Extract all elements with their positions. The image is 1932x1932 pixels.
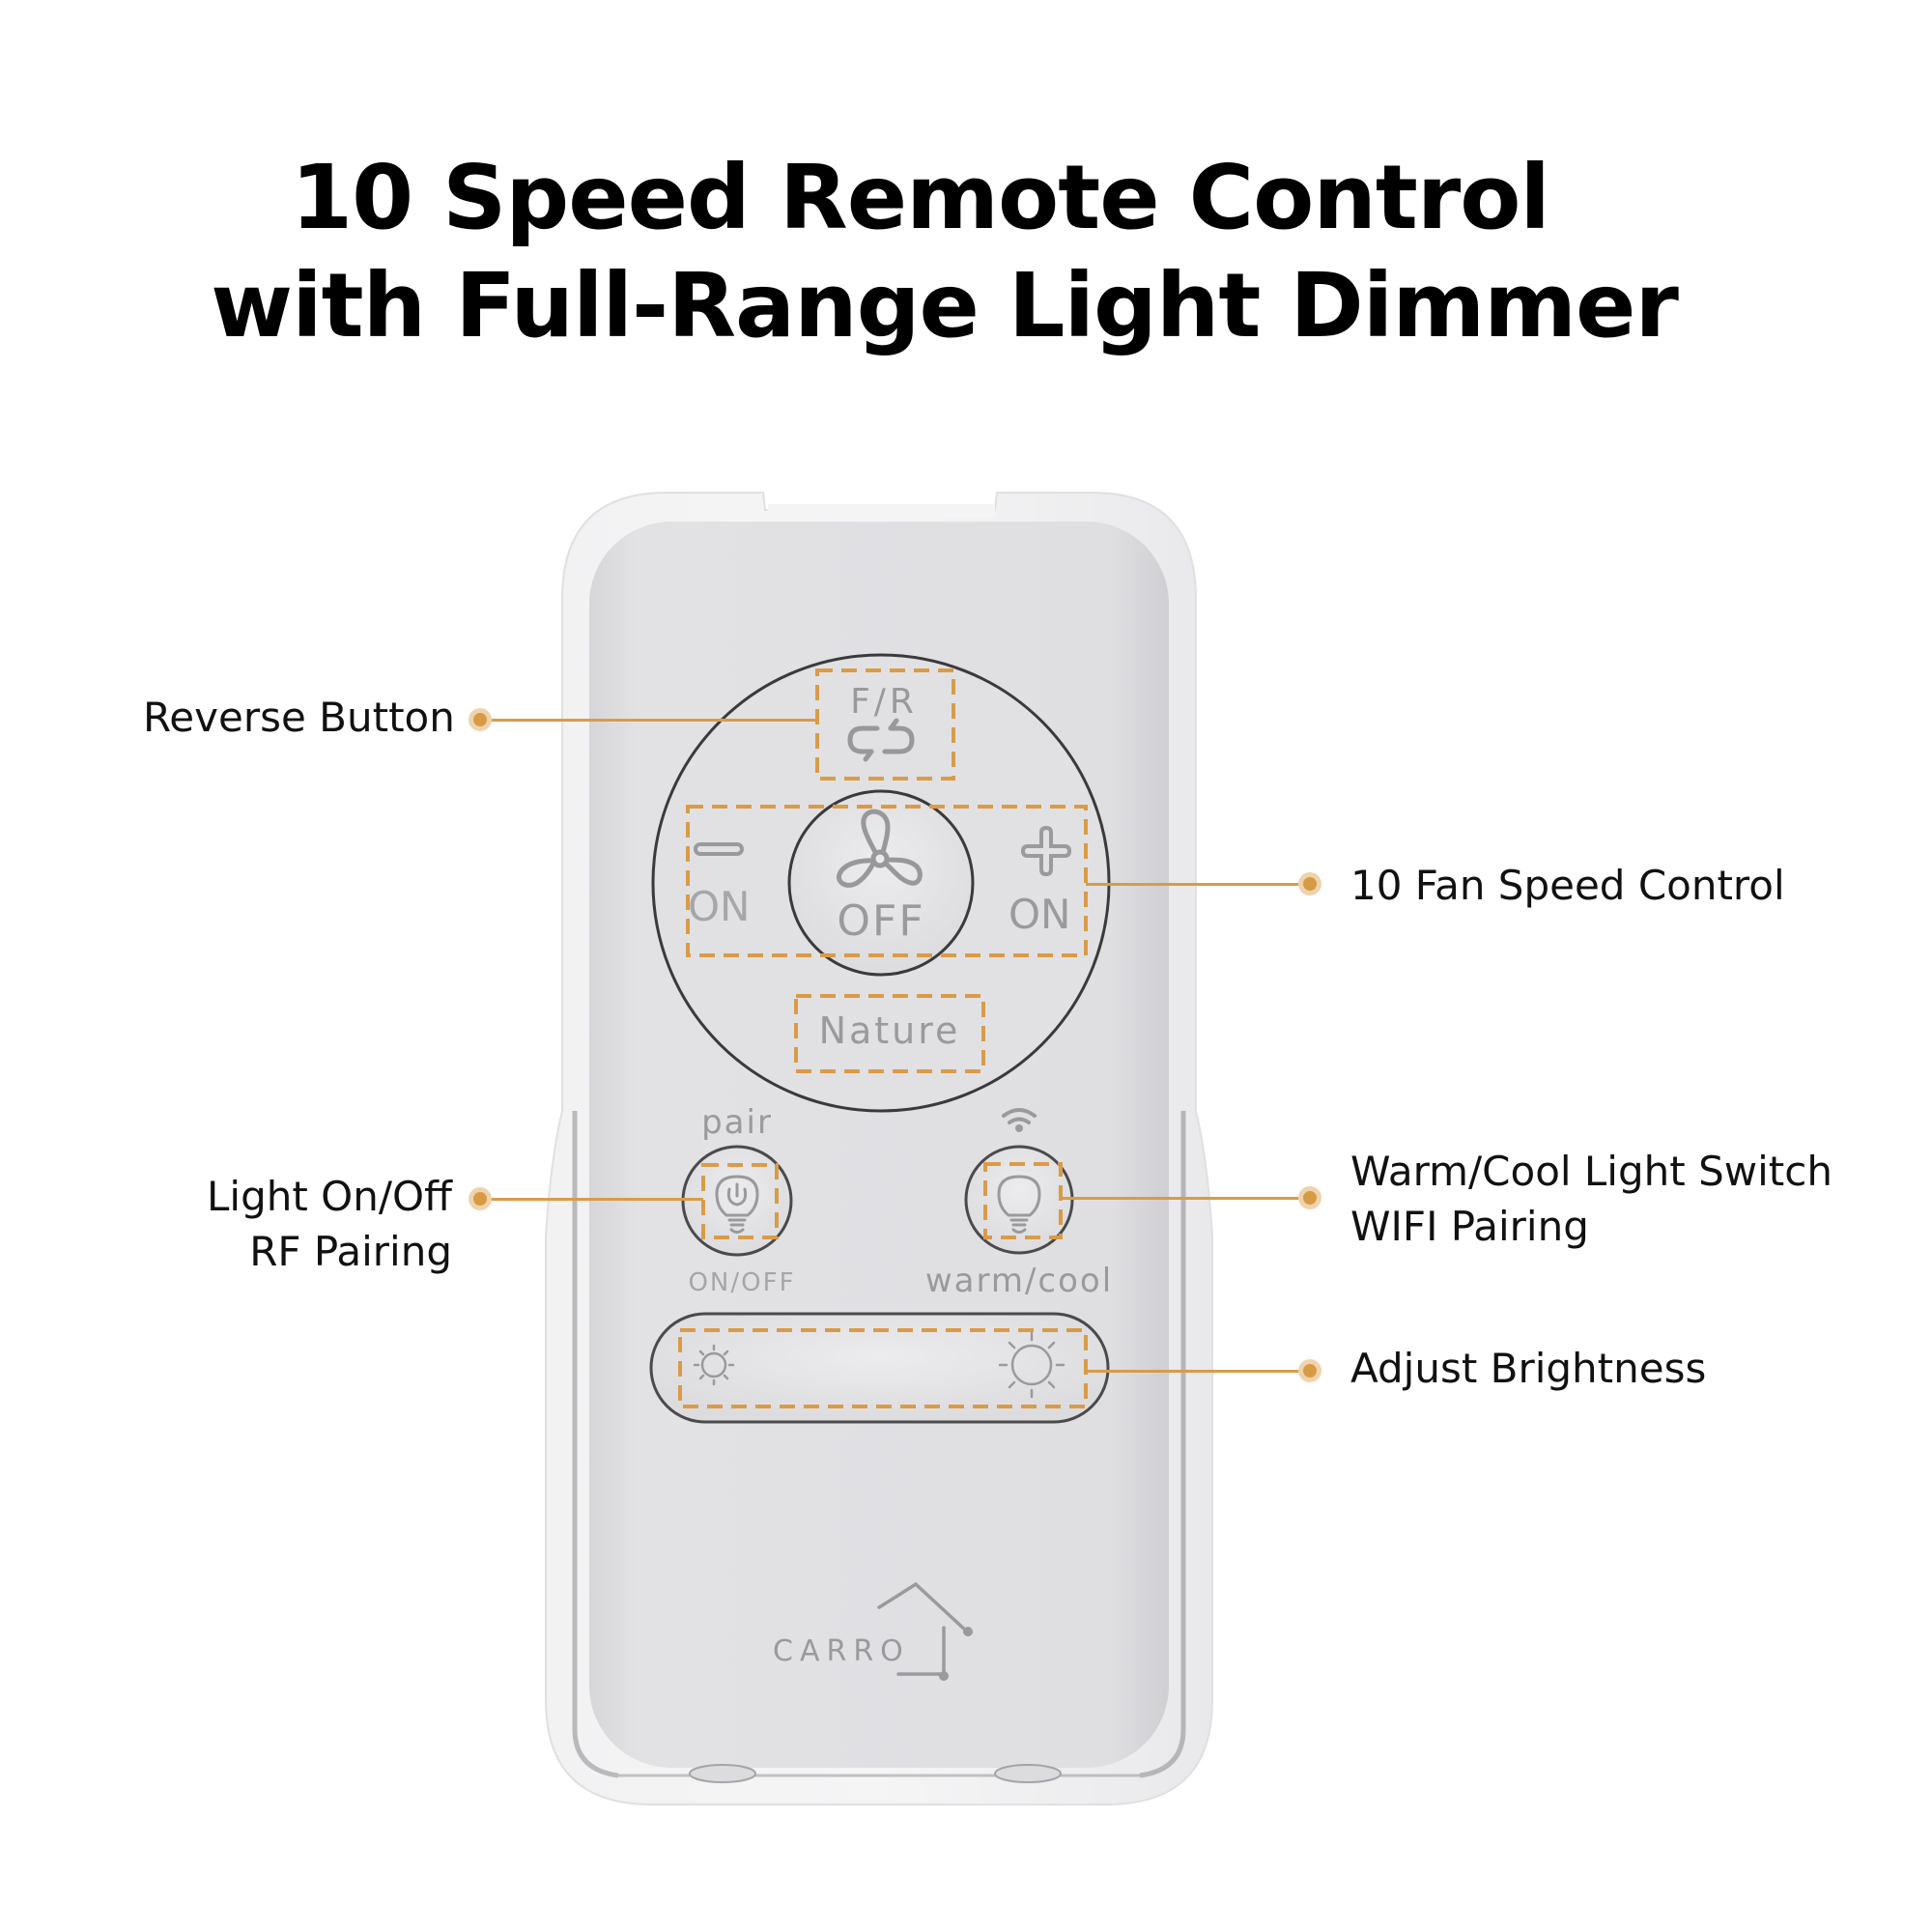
light-power-callout-dot — [469, 1187, 492, 1210]
reverse-highlight — [815, 668, 955, 781]
reverse-button-label: Reverse Button — [143, 694, 455, 741]
warm-cool-button — [964, 1145, 1074, 1255]
fan-off-button-text[interactable]: OFF — [837, 896, 925, 946]
fan-speed-label: 10 Fan Speed Control — [1350, 862, 1785, 909]
plus-icon — [1020, 825, 1072, 877]
warm-cool-label: warm/cool — [924, 1262, 1114, 1300]
warm-cool-callout-dot — [1298, 1186, 1321, 1209]
warm-cool-label-line2: WIFI Pairing — [1350, 1203, 1589, 1250]
bulb-power-icon — [715, 1175, 759, 1234]
light-power-highlight — [701, 1163, 779, 1239]
pair-label: pair — [701, 1103, 773, 1142]
fan-speed-callout-line — [1086, 883, 1308, 886]
warm-cool-callout-line — [1061, 1197, 1308, 1200]
warm-cool-highlight — [983, 1162, 1063, 1239]
headline-line-2: with Full-Range Light Dimmer — [211, 254, 1679, 357]
brightness-rocker — [649, 1312, 1110, 1424]
reverse-callout-line — [480, 719, 817, 722]
sun-small-icon — [693, 1344, 735, 1386]
sun-large-icon — [998, 1331, 1065, 1399]
light-power-button — [681, 1145, 793, 1257]
light-onoff-label-line2: RF Pairing — [249, 1228, 452, 1275]
on-off-label: ON/OFF — [688, 1268, 796, 1297]
brightness-callout-line — [1086, 1370, 1308, 1373]
brightness-callout-dot — [1298, 1359, 1321, 1382]
carro-logo — [877, 1581, 968, 1676]
nature-highlight — [794, 994, 985, 1073]
fan-speed-callout-dot — [1298, 872, 1321, 895]
reverse-arrows-icon — [847, 718, 915, 762]
light-power-callout-line — [480, 1198, 703, 1201]
speed-up-button-text[interactable]: ON — [1009, 891, 1071, 938]
brightness-highlight — [678, 1328, 1088, 1408]
warm-cool-label-line1: Warm/Cool Light Switch — [1350, 1148, 1833, 1195]
brand-name: CARRO — [773, 1634, 910, 1668]
bulb-icon — [997, 1175, 1041, 1234]
reverse-button-text[interactable]: F/R — [850, 682, 918, 722]
nature-button[interactable]: Nature — [818, 1009, 961, 1052]
fan-off-button — [787, 789, 975, 977]
fan-speed-highlight — [686, 805, 1088, 957]
speed-down-button-text[interactable]: ON — [688, 883, 751, 930]
fan-icon — [837, 809, 923, 888]
minus-icon — [694, 842, 744, 856]
reverse-callout-dot — [469, 708, 492, 731]
light-onoff-label-line1: Light On/Off — [207, 1173, 452, 1220]
wifi-icon — [1002, 1108, 1037, 1124]
headline-line-1: 10 Speed Remote Control — [291, 146, 1550, 249]
brightness-label: Adjust Brightness — [1350, 1345, 1707, 1392]
